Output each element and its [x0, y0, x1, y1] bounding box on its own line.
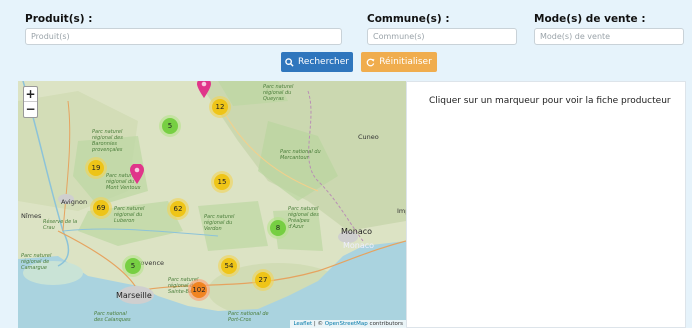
park-label-baronnies: Parc naturel régional des Baronnies prov… [92, 129, 123, 153]
city-marseille: Marseille [116, 291, 152, 300]
map-cluster-marker[interactable]: 15 [211, 171, 233, 193]
cluster-count: 12 [212, 99, 228, 115]
cluster-count: 54 [221, 258, 237, 274]
park-label-verdon: Parc naturel régional du Verdon [204, 214, 235, 232]
cluster-count: 15 [214, 174, 230, 190]
map-cluster-marker[interactable]: 54 [218, 255, 240, 277]
map-cluster-marker[interactable]: 62 [167, 198, 189, 220]
map-cluster-marker[interactable]: 27 [252, 269, 274, 291]
park-label-port-cros: Parc national de Port-Cros [228, 311, 269, 323]
city-imperia: Imp [397, 207, 406, 215]
leaflet-link[interactable]: Leaflet [293, 321, 313, 327]
map-cluster-marker[interactable]: 19 [85, 157, 107, 179]
city-monaco: Monaco [341, 227, 373, 236]
osm-link[interactable]: OpenStreetMap [324, 321, 368, 327]
zoom-out-button[interactable]: − [25, 102, 36, 116]
cluster-count: 27 [255, 272, 271, 288]
city-monaco-sea: Monaco [343, 241, 375, 250]
attribution-separator: | © [312, 321, 325, 327]
park-label-mercantour: Parc national du Mercantour [280, 149, 321, 161]
cluster-count: 5 [162, 118, 178, 134]
filter-bar: Produit(s) : Commune(s) : Mode(s) de ven… [0, 0, 692, 76]
map-cluster-marker[interactable]: 69 [90, 197, 112, 219]
reset-button[interactable]: Réinitialiser [361, 52, 437, 72]
map-cluster-marker[interactable]: 12 [209, 96, 231, 118]
cluster-count: 69 [93, 200, 109, 216]
cluster-count: 5 [125, 258, 141, 274]
map-cluster-marker[interactable]: 5 [159, 115, 181, 137]
commune-label: Commune(s) : [367, 13, 450, 25]
map-attribution: Leaflet | © OpenStreetMap contributors [290, 320, 406, 328]
park-label-queyras: Parc naturel régional du Queyras [263, 84, 294, 102]
map-marker-pin[interactable] [130, 164, 144, 184]
park-label-luberon: Parc naturel régional du Luberon [114, 206, 145, 224]
city-cuneo: Cuneo [358, 133, 379, 141]
produit-label: Produit(s) : [25, 13, 93, 25]
map-cluster-marker[interactable]: 5 [122, 255, 144, 277]
park-label-ventoux: Parc naturel régional du Mont Ventoux [106, 173, 141, 191]
park-label-camargue: Parc naturel régional de Camargue [21, 253, 52, 271]
map-cluster-marker[interactable]: 8 [267, 217, 289, 239]
zoom-in-button[interactable]: + [24, 87, 37, 102]
map-marker-pin[interactable] [197, 81, 211, 98]
cluster-count: 102 [191, 282, 207, 298]
park-label-prealpes: Parc naturel régional des Préalpes d'Azu… [288, 206, 319, 230]
attribution-contributors: contributors [367, 321, 403, 327]
map-cluster-marker[interactable]: 102 [188, 279, 210, 301]
cluster-count: 19 [88, 160, 104, 176]
produit-input[interactable] [25, 28, 342, 45]
commune-field-group: Commune(s) : [367, 12, 517, 45]
mode-input[interactable] [534, 28, 684, 45]
city-nimes: Nîmes [21, 212, 42, 220]
park-label-calanques: Parc national des Calanques [94, 311, 131, 323]
refresh-icon [366, 58, 375, 66]
panel-instruction: Cliquer sur un marqueur pour voir la fic… [429, 96, 671, 106]
producer-details-panel: Cliquer sur un marqueur pour voir la fic… [406, 81, 686, 328]
city-provence: rovence [138, 259, 165, 267]
reset-button-label: Réinitialiser [379, 57, 432, 67]
zoom-control: + − [23, 86, 38, 118]
mode-label: Mode(s) de vente : [534, 13, 646, 25]
city-avignon: Avignon [61, 198, 88, 206]
map-view[interactable]: Parc naturel régional du Queyras Parc na… [18, 81, 406, 328]
produit-field-group: Produit(s) : [25, 12, 342, 45]
commune-input[interactable] [367, 28, 517, 45]
search-button-label: Rechercher [298, 57, 349, 67]
cluster-count: 62 [170, 201, 186, 217]
cluster-count: 8 [270, 220, 286, 236]
search-button[interactable]: Rechercher [281, 52, 353, 72]
search-icon [285, 57, 294, 67]
park-label-reserve: Réserve de la Crau [43, 219, 78, 231]
park-label-sainte-baume: Parc naturel régional de la Sainte-Baume [168, 277, 204, 295]
mode-field-group: Mode(s) de vente : [534, 12, 684, 45]
